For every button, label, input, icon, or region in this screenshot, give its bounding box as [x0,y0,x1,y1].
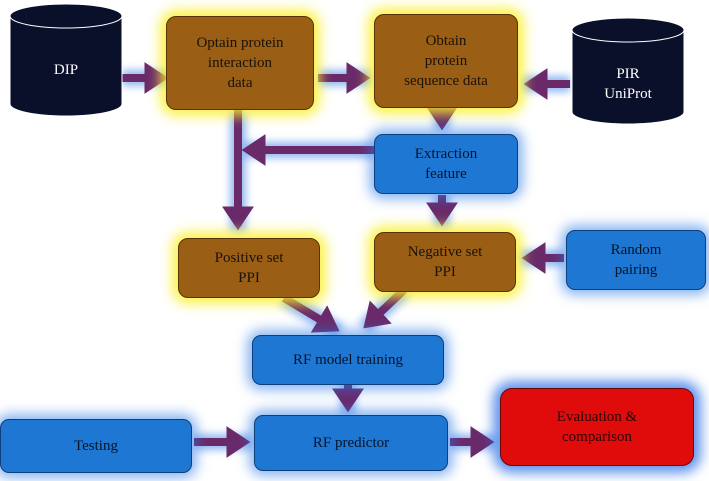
arrow-positive-to-training [281,294,340,333]
pir-label: PIR UniProt [604,66,652,102]
arrow-lines [122,62,570,458]
obtain-interaction-node: Optain protein interaction data [166,16,314,110]
dip-database: DIP [8,2,124,120]
dip-label: DIP [53,62,79,78]
rf-predictor-label: RF predictor [312,435,390,451]
database-icon [9,3,123,117]
arrow-negative-to-training [363,287,407,329]
extraction-node: Extraction feature [374,134,518,194]
obtain-sequence-label: Obtain protein sequence data [404,33,488,89]
rf-predictor-node: RF predictor [254,415,448,471]
random-pairing-node: Random pairing [566,230,706,290]
rf-training-node: RF model training [252,335,444,385]
random-pairing-label: Random pairing [610,242,662,278]
evaluation-node: Evaluation & comparison [500,388,694,466]
positive-set-node: Positive set PPI [178,238,320,298]
extraction-label: Extraction feature [414,146,478,182]
positive-set-label: Positive set PPI [214,250,284,286]
negative-set-node: Negative set PPI [374,232,516,292]
obtain-sequence-node: Obtain protein sequence data [374,14,518,108]
negative-set-label: Negative set PPI [407,244,483,280]
rf-training-label: RF model training [293,352,403,368]
obtain-interaction-label: Optain protein interaction data [196,35,284,91]
evaluation-label: Evaluation & comparison [556,409,638,445]
pir-uniprot-database: PIR UniProt [570,16,686,128]
testing-node: Testing [0,419,192,473]
database-icon [571,17,685,125]
testing-label: Testing [74,438,118,454]
